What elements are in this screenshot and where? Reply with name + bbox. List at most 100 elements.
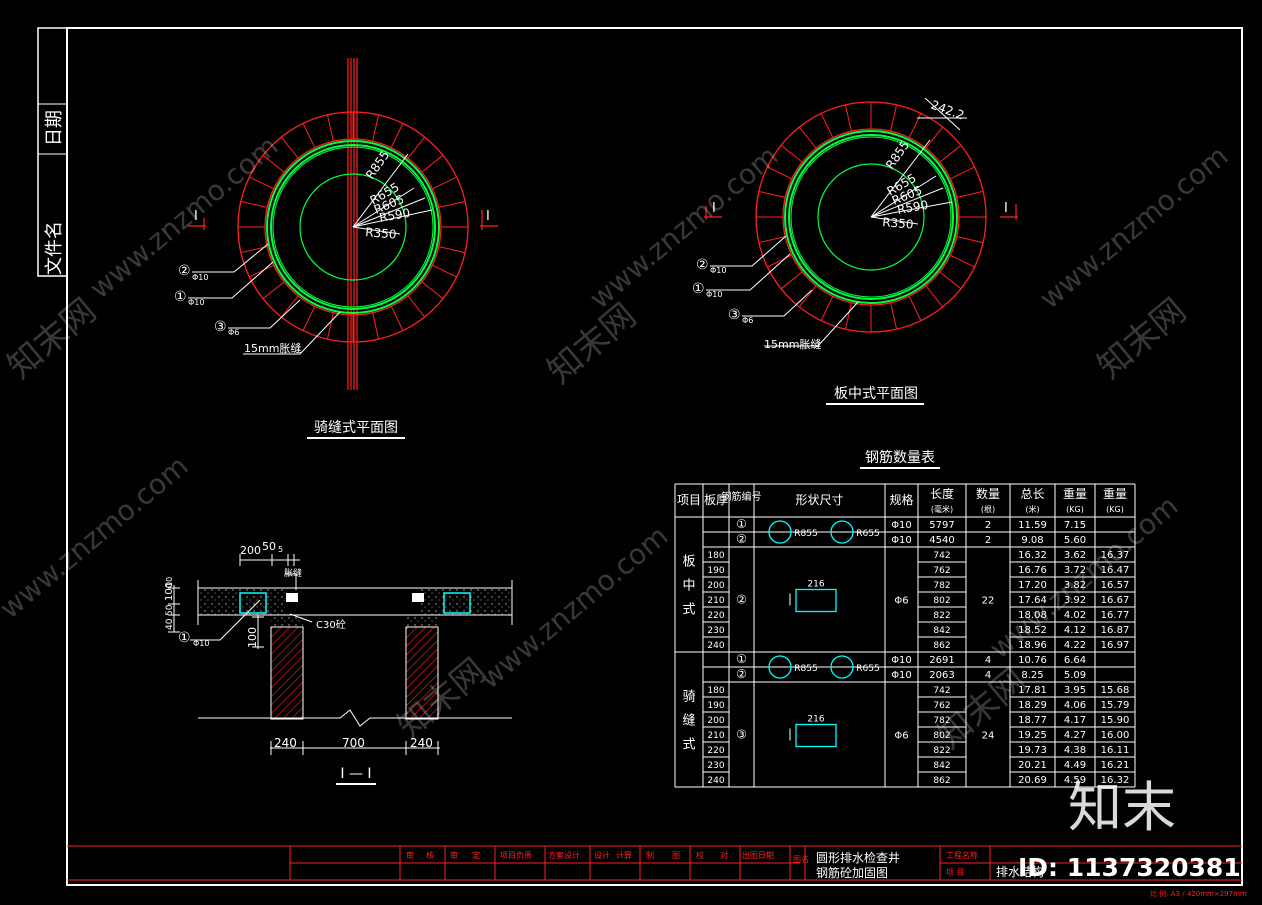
banzhong-section-mark-left: I	[712, 201, 716, 216]
cell-total: 18.08	[1018, 610, 1047, 621]
qifeng-callout-3-spec: Φ6	[228, 328, 239, 337]
cell-weight1: 3.82	[1064, 580, 1086, 591]
brick-joint	[939, 271, 962, 290]
banzhong-title: 板中式平面图	[834, 386, 918, 402]
cell-total: 18.29	[1018, 700, 1047, 711]
shape-stirrup-dim: 216	[807, 715, 824, 725]
watermark-id: ID: 1137320381	[1018, 853, 1241, 882]
cell-total: 10.76	[1018, 655, 1047, 666]
cell-length: 862	[933, 641, 950, 651]
section-c30-left	[271, 615, 303, 627]
rebar-table: 钢筋数量表 项目板厚钢筋编号形状尺寸规格长度(毫米)数量(根)总长(米)重量(K…	[674, 449, 1136, 788]
cell-weight1: 3.72	[1064, 565, 1086, 576]
cell-length: 5797	[929, 520, 954, 531]
cell-length: 862	[933, 776, 950, 786]
section-dim-240-left: 240	[274, 736, 297, 750]
watermark-brand-3: 知末网	[1090, 291, 1194, 387]
cell-thickness: 220	[707, 611, 724, 621]
cell-total: 16.32	[1018, 550, 1047, 561]
table-cells: 项目板厚钢筋编号形状尺寸规格长度(毫米)数量(根)总长(米)重量(KG)重量(K…	[677, 486, 1129, 786]
qifeng-callout-3-num: ③	[214, 319, 227, 335]
section-c30-label: C30砼	[316, 618, 346, 631]
cell-thickness: 200	[707, 581, 724, 591]
th-spec: 规格	[889, 492, 913, 507]
tb-role-label: 审	[450, 850, 458, 860]
group-name-char: 式	[682, 603, 695, 618]
cell-weight1: 4.27	[1064, 730, 1086, 741]
tb-role-label: 审	[406, 850, 414, 860]
cell-stirrup-no: ②	[736, 593, 747, 607]
table-title: 钢筋数量表	[865, 449, 935, 466]
side-panel: 日期 文件名	[44, 110, 65, 275]
cell-stirrup-no: ③	[736, 728, 747, 742]
brick-joint	[820, 113, 834, 138]
qifeng-radius-r350: R350	[365, 225, 397, 242]
brick-joint	[390, 306, 404, 331]
th-bar-no: 钢筋编号	[722, 490, 762, 503]
qifeng-callout-2-num: ②	[178, 263, 191, 279]
banzhong-callout-2-num: ②	[696, 257, 709, 273]
th-weight1-unit: (KG)	[1066, 505, 1084, 514]
banzhong-radius-r855: R855	[883, 138, 912, 172]
cell-length: 822	[933, 611, 950, 621]
tb-role-label: 项目负责	[500, 850, 532, 860]
qifeng-rebar-ring-2	[266, 140, 440, 314]
qifeng-brick-spokes	[238, 112, 468, 342]
cell-thickness: 240	[707, 776, 724, 786]
brick-joint	[240, 246, 268, 254]
brick-joint	[302, 123, 316, 148]
section-dim-left-10: 10	[165, 577, 174, 587]
qifeng-title: 骑缝式平面图	[314, 420, 398, 436]
cell-weight1: 4.59	[1064, 775, 1086, 786]
cell-weight1: 4.17	[1064, 715, 1086, 726]
section-dim-200: 200	[240, 544, 261, 557]
watermark-brand-2: 知末网	[540, 296, 644, 392]
side-date-label: 日期	[44, 110, 65, 146]
cell-thickness: 210	[707, 596, 724, 606]
qifeng-callout-leaders	[188, 243, 341, 355]
cell-total: 17.64	[1018, 595, 1047, 606]
cell-thickness: 190	[707, 566, 724, 576]
tb-role-label: 计算	[616, 850, 632, 860]
brick-joint	[767, 254, 792, 268]
cell-total: 20.21	[1018, 760, 1047, 771]
cell-weight1: 4.12	[1064, 625, 1086, 636]
brick-joint	[372, 312, 380, 340]
shape-ring-icon	[830, 655, 854, 679]
brick-joint	[249, 264, 274, 278]
cell-bar-no: ①	[736, 652, 747, 666]
cell-weight1: 4.02	[1064, 610, 1086, 621]
tb-role-label: 定	[472, 850, 480, 860]
shape-ring-r1: R855	[794, 664, 817, 674]
tb-item-value: 排水结构	[996, 864, 1044, 879]
brick-joint	[844, 302, 852, 330]
cell-spec: Φ10	[891, 655, 912, 666]
banzhong-brick-spokes	[756, 102, 986, 332]
shape-ring-icon	[768, 520, 792, 544]
cell-weight2: 16.57	[1101, 580, 1130, 591]
cell-thickness: 220	[707, 746, 724, 756]
banzhong-rebar-ring-2	[784, 130, 958, 304]
brick-joint	[326, 312, 334, 340]
shape-ring-r2: R655	[856, 664, 879, 674]
cell-qty: 4	[985, 655, 991, 666]
th-total-len: 总长	[1020, 487, 1044, 501]
group-name-char: 中	[682, 579, 695, 594]
shape-ring-icon	[830, 520, 854, 544]
qifeng-section-mark-left: I	[194, 209, 198, 224]
brick-joint	[421, 281, 444, 300]
watermark-site-3: www.znzmo.com	[1033, 139, 1234, 315]
brick-joint	[390, 123, 404, 148]
banzhong-radius-leaders	[870, 97, 967, 225]
cell-weight1: 3.95	[1064, 685, 1086, 696]
shape-stirrup-icon	[795, 588, 837, 613]
brick-joint	[767, 166, 792, 180]
section-dim-lines	[168, 554, 512, 755]
brick-joint	[758, 236, 786, 244]
cell-weight2: 16.67	[1101, 595, 1130, 606]
cell-weight1: 5.09	[1064, 670, 1086, 681]
cell-length: 4540	[929, 535, 954, 546]
cell-stirrup-qty: 22	[982, 596, 995, 607]
tb-project-label: 工程名称	[946, 850, 978, 860]
